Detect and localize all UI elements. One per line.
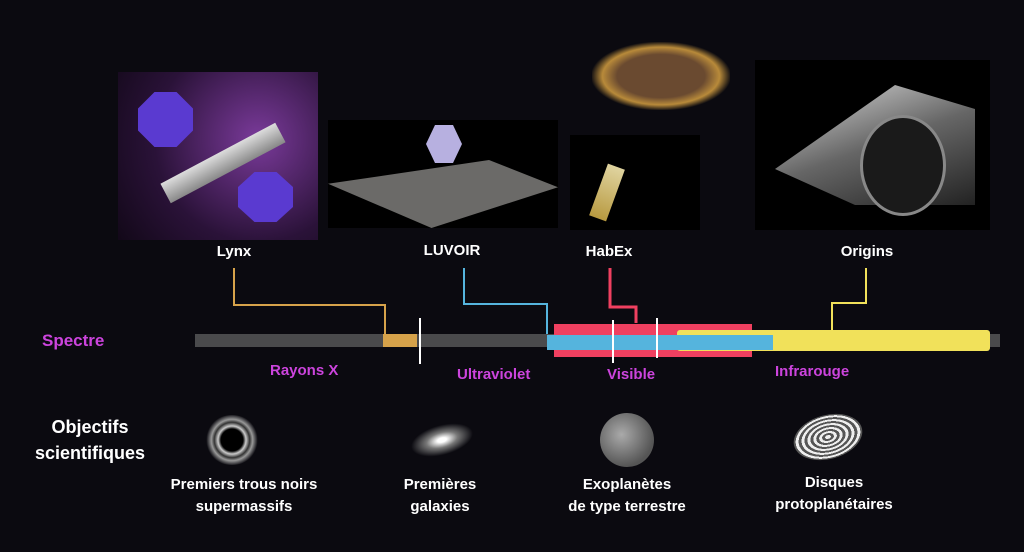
- objective-line: galaxies: [410, 498, 470, 515]
- band-divider: [419, 318, 421, 364]
- objective-line: Disques: [804, 474, 864, 491]
- band-divider: [656, 318, 658, 358]
- telescope-label-luvoir: LUVOIR: [423, 242, 481, 259]
- objective-disks: Disques protoplanétaires: [775, 472, 893, 516]
- origins-image: [755, 60, 990, 230]
- objectives-title-line1: Objectifs: [51, 417, 129, 437]
- spectrum-title: Spectre: [42, 331, 105, 350]
- objective-exoplanets: Exoplanètes de type terrestre: [568, 474, 686, 518]
- lynx-band: [383, 334, 417, 347]
- band-label-visible: Visible: [607, 366, 656, 383]
- telescope-label-habex: HabEx: [585, 243, 633, 260]
- objective-line: Exoplanètes: [582, 476, 672, 493]
- band-label-xray: Rayons X: [270, 362, 339, 379]
- starshade-image: [592, 42, 730, 110]
- black-hole-icon: [205, 415, 259, 465]
- objective-line: de type terrestre: [568, 498, 686, 515]
- objective-line: Premiers trous noirs: [170, 476, 318, 493]
- luvoir-band: [547, 335, 773, 350]
- band-divider: [612, 320, 614, 363]
- objective-line: protoplanétaires: [775, 496, 893, 513]
- exoplanet-icon: [600, 413, 654, 467]
- band-label-ultraviolet: Ultraviolet: [457, 366, 531, 383]
- telescope-label-lynx: Lynx: [216, 243, 252, 260]
- objectives-title: Objectifs scientifiques: [35, 414, 145, 466]
- habex-image: [570, 135, 700, 230]
- objective-line: supermassifs: [195, 498, 293, 515]
- luvoir-connector: [463, 268, 548, 341]
- objective-line: Premières: [403, 476, 477, 493]
- objectives-title-line2: scientifiques: [34, 443, 146, 463]
- luvoir-image: [328, 120, 558, 228]
- habex-connector: [608, 268, 638, 323]
- lynx-image: [118, 72, 318, 240]
- origins-connector: [831, 268, 867, 330]
- lynx-connector: [233, 268, 386, 335]
- band-label-infrared: Infrarouge: [775, 363, 850, 380]
- telescope-label-origins: Origins: [840, 243, 894, 260]
- objective-black-holes: Premiers trous noirs supermassifs: [171, 474, 318, 518]
- objective-galaxies: Premières galaxies: [404, 474, 477, 518]
